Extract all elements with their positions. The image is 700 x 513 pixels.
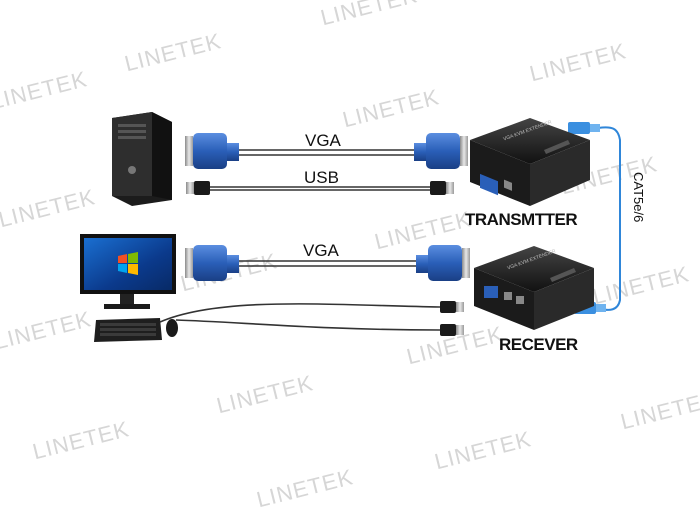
usb-connector-rx-2 [440,324,464,336]
cat-cable-label: CAT5e/6 [631,172,646,223]
diagram-art [80,112,621,342]
vga-label-bottom: VGA [303,241,339,260]
cables [159,149,441,331]
receiver-device [474,246,594,330]
usb-connector-tx [430,181,454,195]
vga-connector-rx [416,245,470,281]
transmitter-label: TRANSMTTER [465,210,578,229]
receiver-label: RECEVER [499,335,578,354]
transmitter-device [470,118,590,206]
vga-label-top: VGA [305,131,341,150]
usb-label: USB [304,168,339,187]
vga-connector-tx [414,133,468,169]
monitor-icon [80,234,176,309]
desktop-tower-icon [112,112,172,206]
cat-cable [597,126,621,311]
mouse-icon [166,319,178,337]
usb-connector-pc [186,181,210,195]
vga-connector-monitor [185,245,239,281]
usb-connector-rx-1 [440,301,464,313]
rj45-connector-tx [568,122,600,134]
keyboard-icon [94,318,162,342]
vga-connector-pc-top [185,133,239,169]
